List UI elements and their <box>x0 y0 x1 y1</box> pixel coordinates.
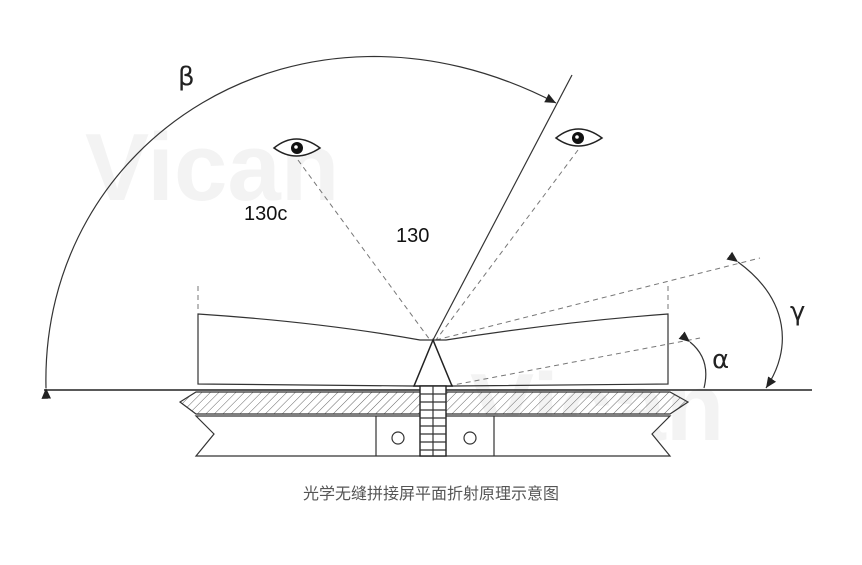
sight-line-right <box>435 149 579 341</box>
label-130: 130 <box>396 225 429 247</box>
beta-arc <box>41 55 557 399</box>
gamma-label: γ <box>790 297 805 327</box>
prism-triangle <box>412 338 454 387</box>
support-column <box>419 385 447 457</box>
ray-gamma <box>435 257 761 341</box>
screen-panel <box>197 286 669 387</box>
label-130c: 130c <box>244 203 287 225</box>
beta-label: β <box>178 62 195 92</box>
eye-icon-right <box>554 128 604 147</box>
alpha-arc <box>678 331 707 389</box>
diagram-caption: 光学无缝拼接屏平面折射原理示意图 <box>303 484 559 503</box>
ray-alpha <box>447 337 701 387</box>
viewing-line <box>432 74 573 341</box>
sight-line-left <box>297 159 431 341</box>
watermark-text-1: Vican <box>85 114 339 221</box>
eye-icon-left <box>272 138 322 157</box>
gamma-arc <box>726 251 783 389</box>
alpha-label: α <box>712 345 729 375</box>
